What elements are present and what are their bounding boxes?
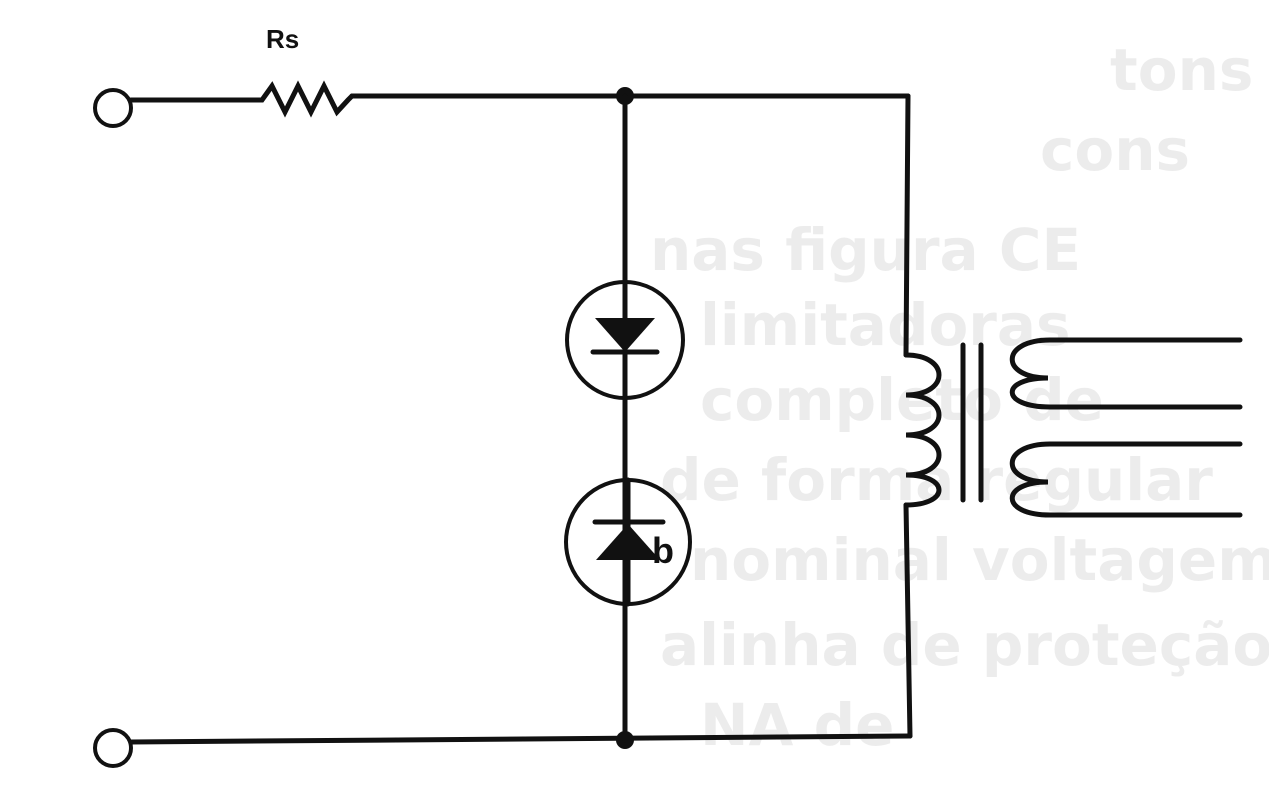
input-terminal-top-icon (93, 88, 133, 128)
svg-text:alinha de proteção: alinha de proteção (660, 611, 1269, 679)
diode-label: b (652, 530, 674, 571)
resistor-label: Rs (266, 24, 299, 54)
svg-text:nas figura CE: nas figura CE (650, 216, 1081, 284)
transformer-secondary-upper-icon (1009, 337, 1243, 410)
diode-upper-icon (565, 277, 685, 403)
wire-right-upper (903, 93, 911, 358)
svg-text:limitadoras: limitadoras (700, 291, 1071, 359)
bleed-through-texture: tons cons nas figura CE limitadoras comp… (650, 36, 1269, 759)
svg-text:NA de: NA de (700, 691, 894, 759)
svg-text:nominal voltagem: nominal voltagem (690, 526, 1269, 594)
input-terminal-bottom-icon (93, 728, 133, 768)
diode-lower-icon (564, 477, 692, 607)
svg-text:cons: cons (1040, 116, 1190, 184)
transformer-core-icon (960, 342, 984, 503)
wire-bottom (128, 733, 913, 745)
wire-right-lower (903, 502, 913, 739)
resistor-icon (242, 80, 355, 118)
svg-text:tons: tons (1110, 36, 1253, 104)
transformer-secondary-lower-icon (1009, 441, 1243, 518)
transformer-primary-coil-icon (903, 352, 942, 508)
